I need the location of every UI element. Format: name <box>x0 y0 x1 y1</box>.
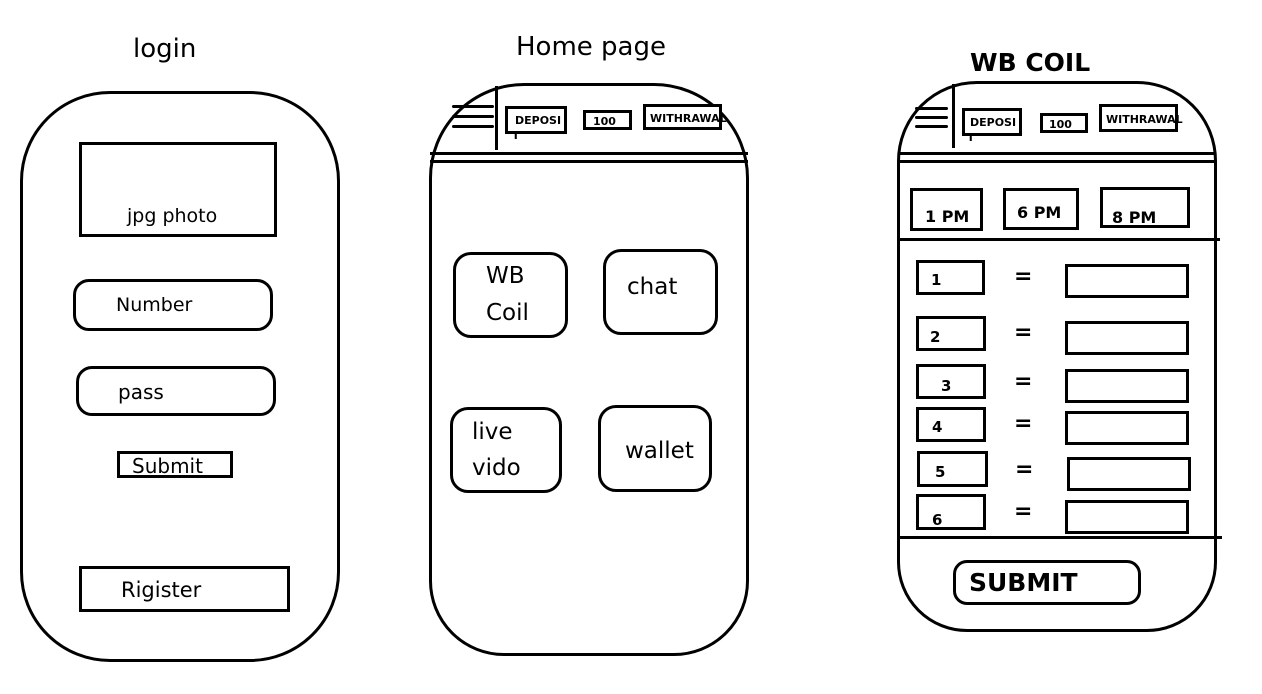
number-placeholder: Number <box>116 294 193 316</box>
home-phone-frame <box>429 83 749 656</box>
coil-header-divider <box>898 152 1216 155</box>
coil-deposit-overflow: T <box>967 131 975 144</box>
tile-live-video-line1: live <box>472 419 513 445</box>
tile-wb-coil-line2: Coil <box>486 300 529 326</box>
time-slot-1pm-label: 1 PM <box>925 207 970 226</box>
tile-chat[interactable]: chat <box>603 249 718 335</box>
value-input-1[interactable] <box>1065 264 1189 298</box>
coil-phone-frame <box>897 81 1217 632</box>
register-button[interactable]: Rigister <box>79 566 290 612</box>
value-input-4[interactable] <box>1065 411 1189 445</box>
value-input-5[interactable] <box>1067 457 1191 491</box>
number-cell-4: 4 <box>916 407 986 442</box>
coil-withdrawal-button[interactable]: WITHRAWAL <box>1099 104 1183 132</box>
coil-withdrawal-label: WITHRAWAL <box>1106 113 1183 126</box>
photo-label: jpg photo <box>127 205 218 227</box>
time-slot-8pm[interactable]: 8 PM <box>1100 187 1190 228</box>
number-cell-4-label: 4 <box>932 418 943 436</box>
tile-live-video-line2: vido <box>472 455 521 481</box>
register-label: Rigister <box>121 578 202 602</box>
equals-4: = <box>1014 411 1033 436</box>
submit-label: Submit <box>132 454 203 478</box>
coil-menu-divider <box>952 84 955 148</box>
value-input-6[interactable] <box>1065 500 1189 534</box>
number-cell-1: 1 <box>916 260 985 295</box>
number-cell-5: 5 <box>917 451 988 487</box>
coil-header-divider-2 <box>898 160 1216 163</box>
number-cell-1-label: 1 <box>931 271 942 289</box>
number-cell-6: 6 <box>916 494 986 530</box>
coil-title: WB COIL <box>970 48 1091 77</box>
tile-wallet[interactable]: wallet <box>598 405 712 492</box>
home-withdrawal-label: WITHRAWAL <box>650 112 727 125</box>
time-slot-8pm-label: 8 PM <box>1112 208 1157 227</box>
value-input-2[interactable] <box>1065 321 1189 355</box>
home-menu-divider <box>495 86 498 150</box>
coil-submit-button[interactable]: SUBMIT <box>953 560 1141 605</box>
number-cell-3: 3 <box>916 364 986 399</box>
rows-divider <box>898 536 1222 539</box>
equals-1: = <box>1014 264 1033 289</box>
time-slot-6pm-label: 6 PM <box>1017 203 1062 222</box>
home-balance-display: 100 <box>583 110 632 130</box>
password-placeholder: pass <box>118 380 164 404</box>
home-deposit-overflow: T <box>512 129 520 142</box>
home-header-divider-2 <box>430 160 748 163</box>
photo-placeholder: jpg photo <box>79 142 277 237</box>
number-input[interactable]: Number <box>73 279 273 331</box>
equals-3: = <box>1014 369 1033 394</box>
equals-6: = <box>1014 499 1033 524</box>
login-title: login <box>133 34 197 64</box>
tile-live-video[interactable]: live vido <box>450 407 562 493</box>
number-cell-2: 2 <box>916 316 986 351</box>
time-slot-1pm[interactable]: 1 PM <box>910 188 983 231</box>
home-deposit-button[interactable]: DEPOSI <box>505 106 567 134</box>
coil-deposit-label: DEPOSI <box>970 116 1017 129</box>
home-header-divider <box>430 152 748 155</box>
equals-2: = <box>1014 320 1033 345</box>
value-input-3[interactable] <box>1065 369 1189 403</box>
home-withdrawal-button[interactable]: WITHRAWAL <box>643 104 727 130</box>
number-cell-3-label: 3 <box>941 377 952 395</box>
tile-wb-coil[interactable]: WB Coil <box>453 252 568 338</box>
tile-wallet-label: wallet <box>625 438 694 464</box>
number-cell-2-label: 2 <box>930 328 941 346</box>
home-deposit-label: DEPOSI <box>515 114 562 127</box>
time-slots-divider <box>898 238 1220 241</box>
tile-chat-label: chat <box>627 274 678 300</box>
coil-hamburger-icon[interactable] <box>915 107 948 131</box>
coil-deposit-button[interactable]: DEPOSI <box>962 108 1022 136</box>
coil-balance-display: 100 <box>1040 113 1088 133</box>
time-slot-6pm[interactable]: 6 PM <box>1003 188 1079 230</box>
submit-button[interactable]: Submit <box>117 451 233 478</box>
coil-balance-value: 100 <box>1049 118 1072 131</box>
tile-wb-coil-line1: WB <box>486 263 525 289</box>
number-cell-5-label: 5 <box>935 463 946 481</box>
home-hamburger-icon[interactable] <box>452 105 494 131</box>
coil-submit-label: SUBMIT <box>969 568 1078 597</box>
home-balance-value: 100 <box>593 115 616 128</box>
equals-5: = <box>1015 457 1034 482</box>
home-title: Home page <box>516 32 666 62</box>
password-input[interactable]: pass <box>76 366 276 416</box>
number-cell-6-label: 6 <box>932 511 943 529</box>
